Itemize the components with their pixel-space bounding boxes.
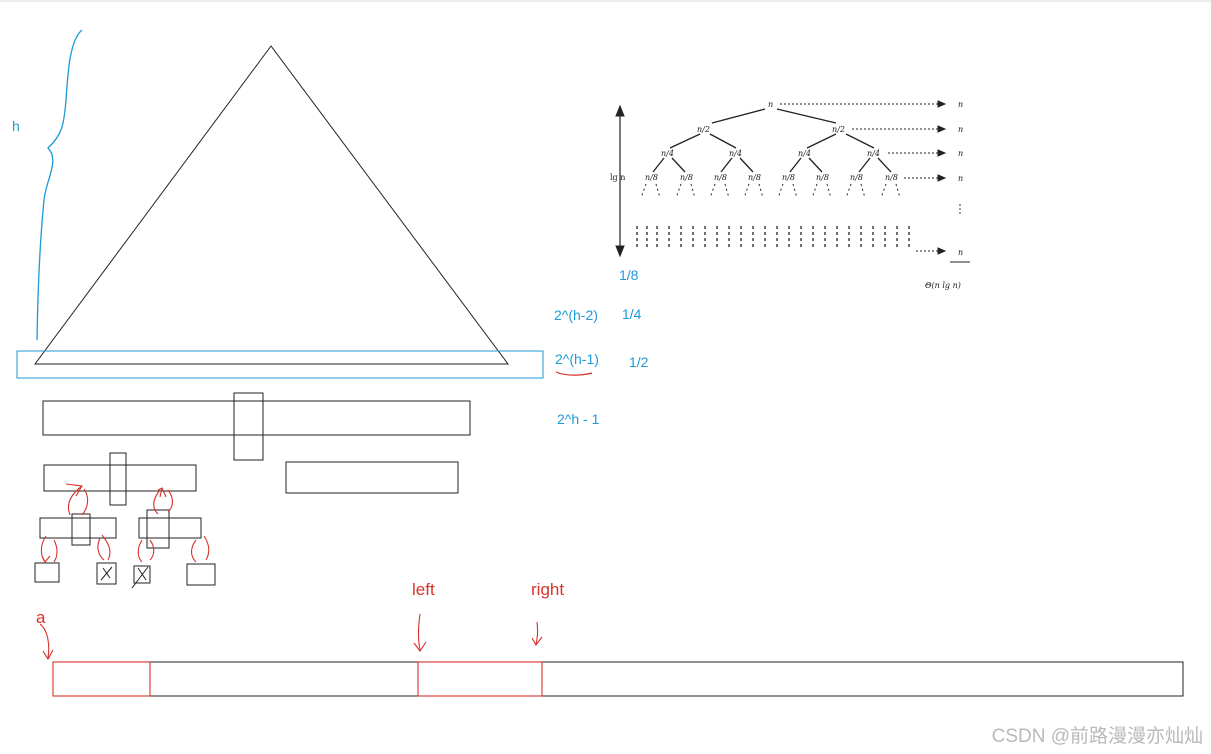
leaf-cross-2 — [131, 566, 149, 589]
swap-arrows — [40, 483, 210, 563]
left-label: left — [412, 580, 435, 599]
height-brace — [36, 29, 83, 341]
level-box-1-cursor — [233, 392, 264, 461]
tree-node: n/8 — [714, 173, 727, 182]
leaf-box-4 — [186, 563, 216, 586]
heap-triangle — [34, 45, 509, 365]
tree-node: n/8 — [885, 173, 898, 182]
row-cost: n — [958, 248, 963, 257]
fraction-half: 1/2 — [629, 354, 649, 370]
tree-node: n/2 — [832, 125, 845, 134]
level-box-1 — [42, 400, 471, 436]
underline-mark — [555, 371, 593, 376]
tree-node: n/4 — [867, 149, 880, 158]
array-segment-left-right — [417, 661, 543, 697]
tree-node: n/8 — [645, 173, 658, 182]
height-label: h — [12, 118, 20, 134]
watermark: CSDN @前路漫漫亦灿灿 — [991, 726, 1203, 747]
total-cost: Θ(n lg n) — [925, 281, 961, 290]
pointer-arrows — [39, 613, 543, 661]
tree-leaves — [636, 226, 910, 250]
tree-edges — [652, 108, 892, 173]
level-box-3-left — [39, 517, 117, 539]
vertical-ellipsis — [959, 204, 961, 214]
tree-node: n/2 — [697, 125, 710, 134]
tree-node-root: n — [768, 100, 773, 109]
total-count: 2^h - 1 — [557, 411, 600, 427]
row-cost: n — [958, 149, 963, 158]
tree-node: n/8 — [748, 173, 761, 182]
level-box-3-left-cursor — [71, 513, 91, 546]
level-box-3-right-cursor — [146, 509, 170, 549]
leaf-box-2 — [96, 562, 117, 585]
level-box-2-right — [285, 461, 459, 494]
tree-node: n/8 — [680, 173, 693, 182]
level-box-2-cursor — [109, 452, 127, 506]
fraction-quarter: 1/4 — [622, 306, 642, 322]
lg-n-arrow — [615, 104, 625, 258]
right-label: right — [531, 580, 565, 599]
level-box-2-left — [43, 464, 197, 492]
tree-node: n/4 — [661, 149, 674, 158]
level-count-h2: 2^(h-2) — [554, 307, 598, 323]
leaf-box-3 — [133, 565, 151, 584]
array-a-label: a — [36, 608, 46, 627]
tree-dashes — [640, 183, 901, 199]
recursion-tree-figure: lg n n n/2 n/2 n/4 n/4 n/4 n/4 n/8 n/8 n… — [610, 100, 970, 290]
tree-node: n/4 — [798, 149, 811, 158]
level-count-h1: 2^(h-1) — [555, 351, 599, 367]
array-segment-a — [52, 661, 151, 697]
last-level-box — [16, 350, 544, 379]
lg-n-label: lg n — [610, 173, 625, 182]
array-bar — [52, 661, 1184, 697]
top-border — [0, 0, 1211, 2]
fraction-eighth: 1/8 — [619, 267, 639, 283]
row-cost: n — [958, 125, 963, 134]
tree-node: n/8 — [782, 173, 795, 182]
cost-arrows — [780, 100, 947, 255]
tree-node: n/4 — [729, 149, 742, 158]
leaf-box-1 — [34, 562, 60, 583]
row-cost: n — [958, 100, 963, 109]
tree-node: n/8 — [816, 173, 829, 182]
row-cost: n — [958, 174, 963, 183]
tree-node: n/8 — [850, 173, 863, 182]
leaf-cross-1 — [100, 566, 113, 581]
level-box-3-right — [138, 517, 202, 539]
